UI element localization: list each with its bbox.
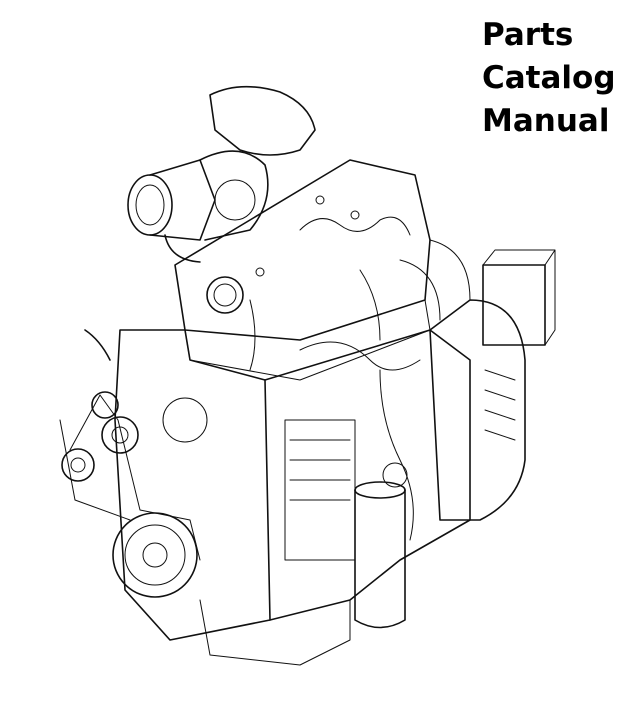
title-line-parts: Parts [482,17,574,53]
flywheel-housing [429,249,556,521]
title-line-manual: Manual [482,103,610,139]
manual-title: Parts Catalog Manual [482,14,616,143]
valve-cover [174,159,431,381]
turbocharger [127,85,316,263]
front-pulleys [59,329,201,598]
oil-filter [354,462,408,629]
engine-block [114,329,471,666]
fuel-lines [249,239,471,371]
title-line-catalog: Catalog [482,60,616,96]
